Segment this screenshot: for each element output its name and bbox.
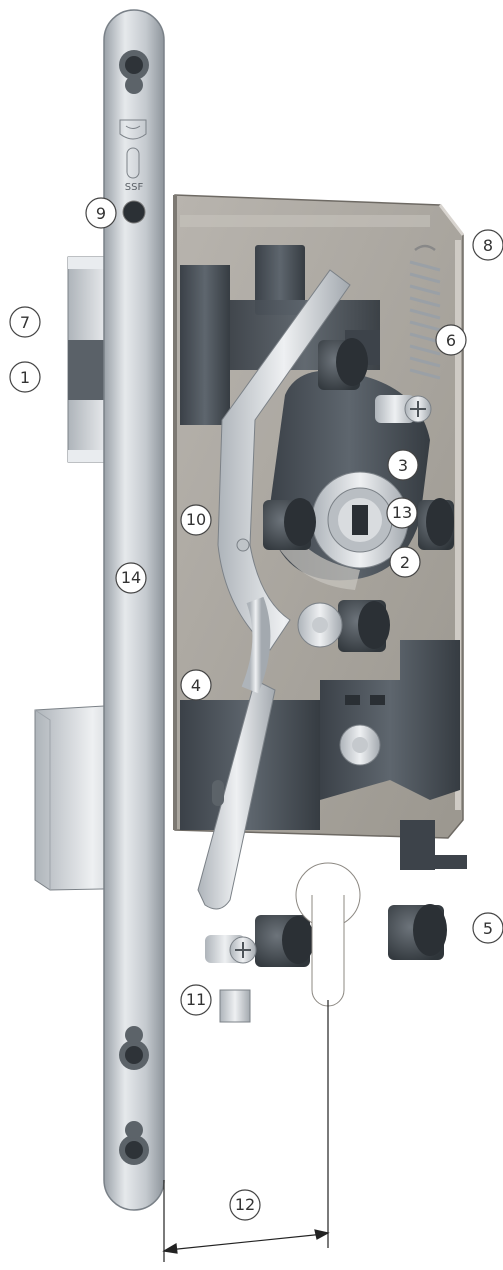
stud	[338, 600, 390, 652]
latch-bracket	[180, 245, 380, 425]
callout-14: 14	[115, 562, 147, 594]
ssf-logo	[119, 119, 147, 179]
return-spring	[409, 244, 441, 380]
screw-hole	[119, 50, 149, 94]
follower-hub	[311, 471, 409, 569]
callout-7: 7	[9, 306, 41, 338]
callout-1-label: 1	[20, 368, 30, 387]
callout-11: 11	[180, 984, 212, 1016]
adjustment-screw	[122, 200, 146, 224]
stud	[318, 338, 368, 390]
callout-13: 13	[386, 497, 418, 529]
faceplate: SSF	[103, 9, 165, 1211]
studs	[255, 338, 454, 967]
square-spindle-hole	[352, 505, 368, 535]
screw-hole	[119, 1121, 149, 1165]
backset-dimension	[162, 1000, 330, 1262]
stud	[263, 498, 316, 550]
screw	[205, 935, 257, 964]
callout-7-label: 7	[20, 313, 30, 332]
callout-12-label: 12	[235, 1195, 255, 1214]
screw	[375, 395, 432, 423]
callout-8-label: 8	[483, 236, 493, 255]
screws	[205, 395, 452, 964]
callout-6-label: 6	[446, 331, 456, 350]
callout-3-label: 3	[398, 456, 408, 475]
callout-2: 2	[389, 546, 421, 578]
stud	[418, 498, 454, 550]
callout-4-label: 4	[191, 676, 201, 695]
callout-9-label: 9	[96, 204, 106, 223]
latch-lever	[217, 269, 351, 694]
callout-9: 9	[85, 197, 117, 229]
cylinder-cutout	[295, 862, 361, 1007]
bolt-lever	[197, 679, 276, 910]
callout-13-label: 13	[392, 503, 412, 522]
callout-14-label: 14	[121, 568, 141, 587]
callout-3: 3	[387, 449, 419, 481]
callout-10-label: 10	[186, 510, 206, 529]
callout-6: 6	[435, 324, 467, 356]
stud	[388, 904, 447, 960]
callout-5: 5	[472, 912, 503, 944]
brand-engraving: SSF	[125, 182, 144, 193]
callout-10: 10	[180, 504, 212, 536]
callout-4: 4	[180, 669, 212, 701]
callout-11-label: 11	[186, 990, 206, 1009]
stud	[255, 915, 314, 967]
screw-hole	[119, 1026, 149, 1070]
callout-2-label: 2	[400, 553, 410, 572]
case-retainer	[219, 989, 251, 1023]
callout-12: 12	[229, 1189, 261, 1221]
callout-8: 8	[472, 229, 503, 261]
callout-5-label: 5	[483, 919, 493, 938]
callout-1: 1	[9, 361, 41, 393]
